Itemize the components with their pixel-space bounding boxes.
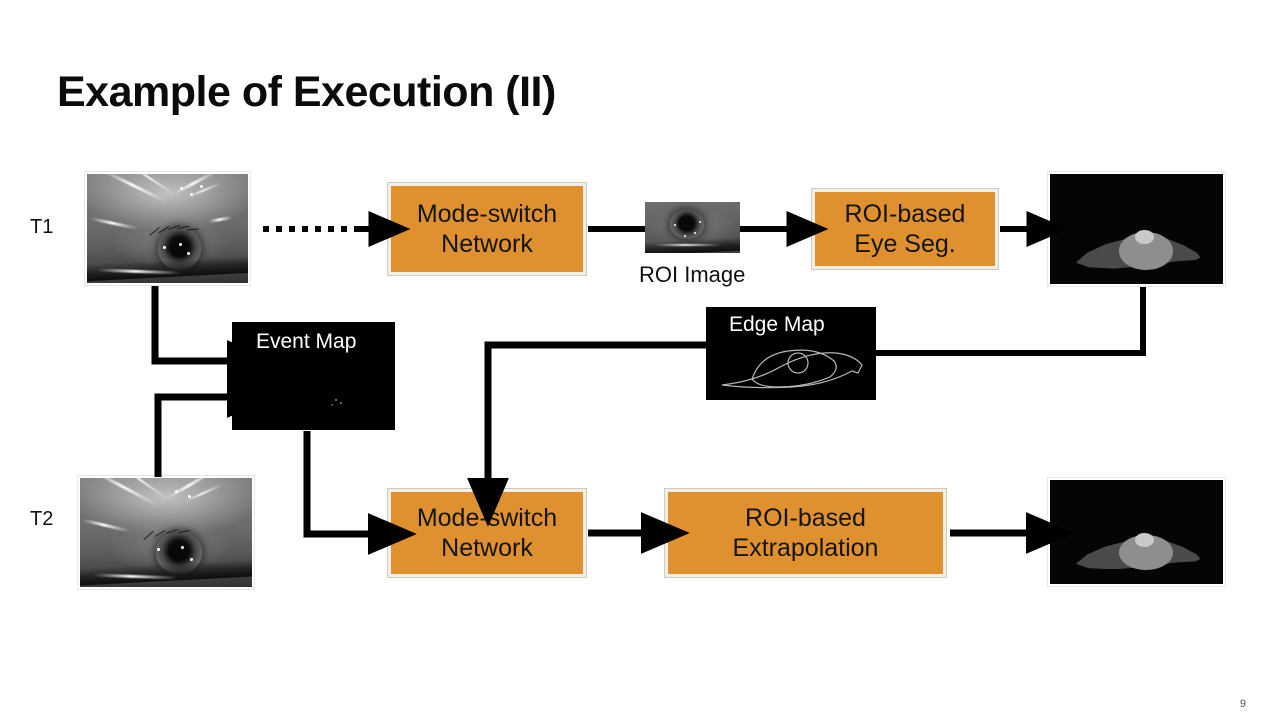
edge-map-caption: Edge Map — [729, 313, 825, 336]
pupil-region — [1134, 230, 1154, 245]
process-box-line2: Eye Seg. — [854, 230, 956, 258]
connector-edge-map-to-mode-switch-t2 — [467, 341, 706, 527]
t2-eye-image-panel — [78, 476, 254, 589]
process-box-line2: Extrapolation — [732, 534, 879, 562]
process-box-line2: Network — [441, 230, 533, 258]
process-box-line2: Network — [441, 534, 533, 562]
t2-segmentation-panel — [1048, 478, 1225, 586]
connector-t2-image-to-event-map — [154, 376, 276, 477]
time-label-t1: T1 — [30, 216, 54, 238]
time-label-t2: T2 — [30, 508, 54, 530]
process-box-mode-switch-network-t2[interactable]: Mode-switch Network — [388, 489, 586, 577]
roi-image-caption: ROI Image — [639, 262, 746, 287]
ir-eye-crop — [645, 202, 740, 253]
connector-t1-image-to-event-map — [151, 286, 276, 382]
segmentation-map — [1050, 480, 1223, 584]
process-box-line1: ROI-based — [745, 503, 866, 532]
pupil-region — [1134, 533, 1154, 547]
eye-outline-drawing — [721, 349, 863, 389]
pupil-region — [170, 239, 189, 257]
segmentation-map — [1050, 174, 1223, 284]
connector-event-map-to-mode-switch-t2 — [303, 431, 417, 555]
page-title: Example of Execution (II) — [57, 68, 556, 116]
event-map-caption: Event Map — [256, 330, 357, 353]
process-box-roi-based-extrapolation[interactable]: ROI-based Extrapolation — [665, 489, 946, 577]
ir-eye-photo — [80, 478, 252, 587]
process-box-line1: Mode-switch — [416, 199, 558, 228]
process-box-mode-switch-network-t1[interactable]: Mode-switch Network — [388, 183, 586, 275]
process-box-line1: Mode-switch — [416, 503, 558, 532]
process-box-line1: ROI-based — [844, 199, 966, 228]
process-box-roi-based-eye-seg[interactable]: ROI-based Eye Seg. — [812, 189, 998, 269]
page-number: 9 — [1239, 698, 1246, 710]
t1-eye-image-panel — [85, 172, 250, 285]
roi-image-panel — [645, 202, 740, 253]
edge-map-panel — [706, 307, 876, 400]
connector-t1-segmentation-to-edge-map — [876, 287, 1146, 356]
t1-segmentation-panel — [1048, 172, 1225, 286]
ir-eye-photo — [87, 174, 248, 283]
